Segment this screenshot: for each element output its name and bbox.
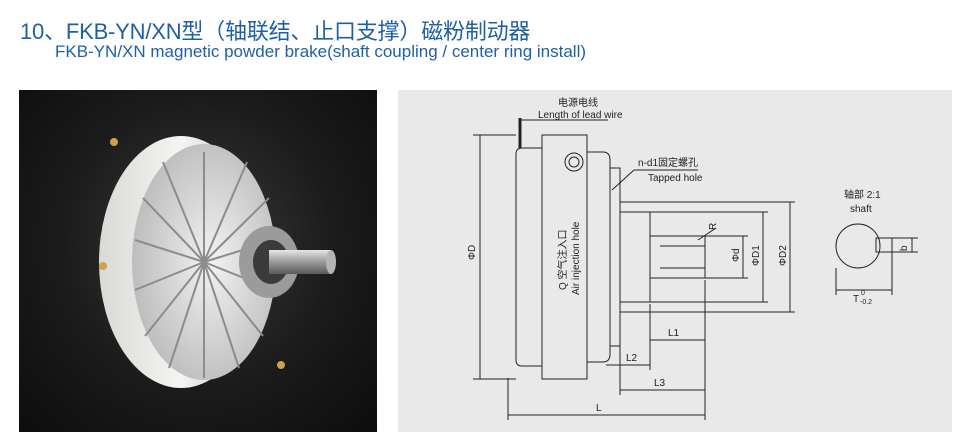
air-injection-hole	[564, 152, 584, 172]
shaft	[269, 250, 331, 274]
air-hole-en: Air injection hole	[571, 221, 582, 295]
right-flange	[586, 151, 611, 363]
hub	[619, 211, 651, 303]
dim-T-label: T	[853, 294, 859, 305]
dim-L3-label: L3	[654, 378, 666, 389]
product-photo	[19, 90, 377, 432]
dim-L2-label: L2	[626, 353, 638, 364]
drawing-svg: 电源电线 Length of lead wire n-d1固定螺孔 Tapped…	[467, 96, 918, 420]
page-subtitle: FKB-YN/XN magnetic powder brake(shaft co…	[55, 42, 587, 61]
brake-photo-illustration	[99, 136, 336, 388]
shaft-label-en: shaft	[850, 204, 872, 215]
terminal-screw	[110, 138, 118, 146]
dim-D1-label: ΦD1	[751, 245, 762, 266]
dim-b-label: b	[899, 245, 910, 251]
air-hole-cn: Q 空气注入口	[556, 229, 569, 290]
lead-wire-en: Length of lead wire	[538, 110, 623, 121]
dim-D-label: ΦD	[467, 245, 478, 260]
dim-D2-label: ΦD2	[778, 245, 789, 266]
tol-lower-label: -0.2	[860, 299, 872, 306]
lead-wire-cn: 电源电线	[558, 96, 598, 109]
shaft-scale-cn: 轴部 2:1	[844, 188, 881, 201]
dim-d-label: Φd	[731, 248, 742, 262]
left-flange	[515, 147, 543, 367]
shaft-drawing	[649, 235, 706, 279]
tol-upper-label: 0	[861, 290, 865, 297]
technical-drawing: 电源电线 Length of lead wire n-d1固定螺孔 Tapped…	[398, 90, 952, 432]
dim-L-label: L	[596, 403, 602, 414]
tapped-hole-en: Tapped hole	[648, 173, 703, 184]
page-title: 10、FKB-YN/XN型（轴联结、止口支撑）磁粉制动器	[20, 19, 531, 44]
dim-R-label: R	[708, 223, 719, 230]
shaft-section	[835, 223, 881, 269]
key-slot	[875, 237, 893, 253]
dim-L1-label: L1	[668, 328, 680, 339]
tapped-hole-cn: n-d1固定螺孔	[638, 156, 698, 169]
